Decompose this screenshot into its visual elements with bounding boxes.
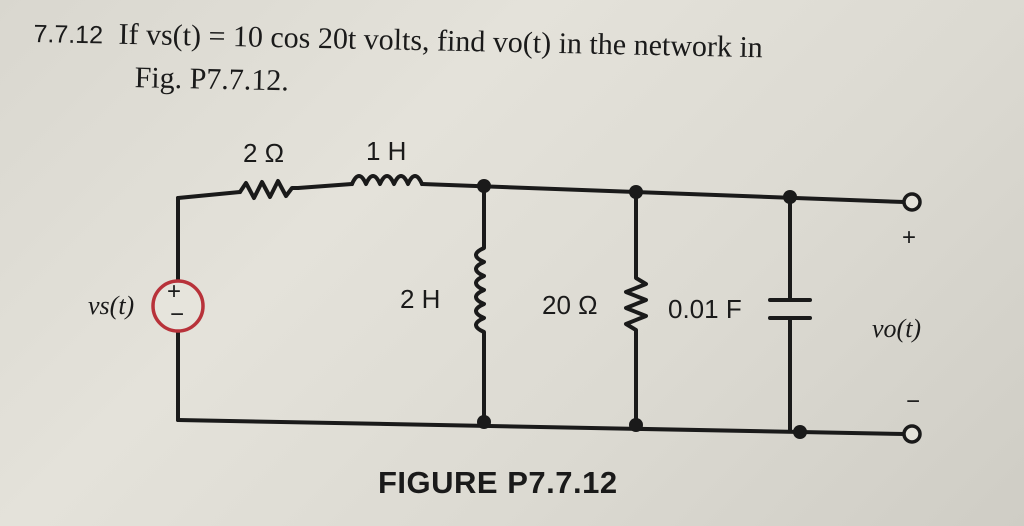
- figure-caption: FIGURE P7.7.12: [378, 465, 618, 500]
- wire-r-l: [296, 182, 354, 190]
- resistor-2ohm-label: 2 Ω: [243, 138, 285, 168]
- bottom-rail: [176, 418, 906, 436]
- output-terminal-bottom: [902, 424, 922, 444]
- junction-dot: [477, 415, 491, 429]
- junction-dot: [629, 418, 643, 432]
- inductor-2h-branch: [474, 184, 486, 424]
- source-plus-sign: +: [167, 278, 182, 305]
- junction-dot: [783, 190, 797, 204]
- resistor-2ohm: [238, 179, 300, 200]
- inductor-1h-label: 1 H: [366, 136, 407, 166]
- junction-dot: [477, 179, 491, 193]
- output-minus-sign: −: [906, 388, 921, 415]
- voltage-source: [151, 279, 205, 333]
- inductor-1h: [350, 174, 424, 186]
- output-terminal-top: [902, 192, 922, 212]
- junction-dot: [793, 425, 807, 439]
- resistor-20ohm-branch: [624, 190, 648, 427]
- junction-dot: [629, 185, 643, 199]
- output-voltage-label: vo(t): [872, 314, 922, 343]
- resistor-20ohm-label: 20 Ω: [542, 290, 598, 320]
- inductor-2h-label: 2 H: [400, 284, 441, 314]
- top-rail: [420, 182, 906, 204]
- output-plus-sign: +: [902, 224, 917, 251]
- capacitor-label: 0.01 F: [668, 294, 742, 324]
- source-minus-sign: −: [170, 301, 185, 328]
- top-wire-left: [176, 190, 242, 200]
- source-voltage-label: vs(t): [88, 291, 135, 320]
